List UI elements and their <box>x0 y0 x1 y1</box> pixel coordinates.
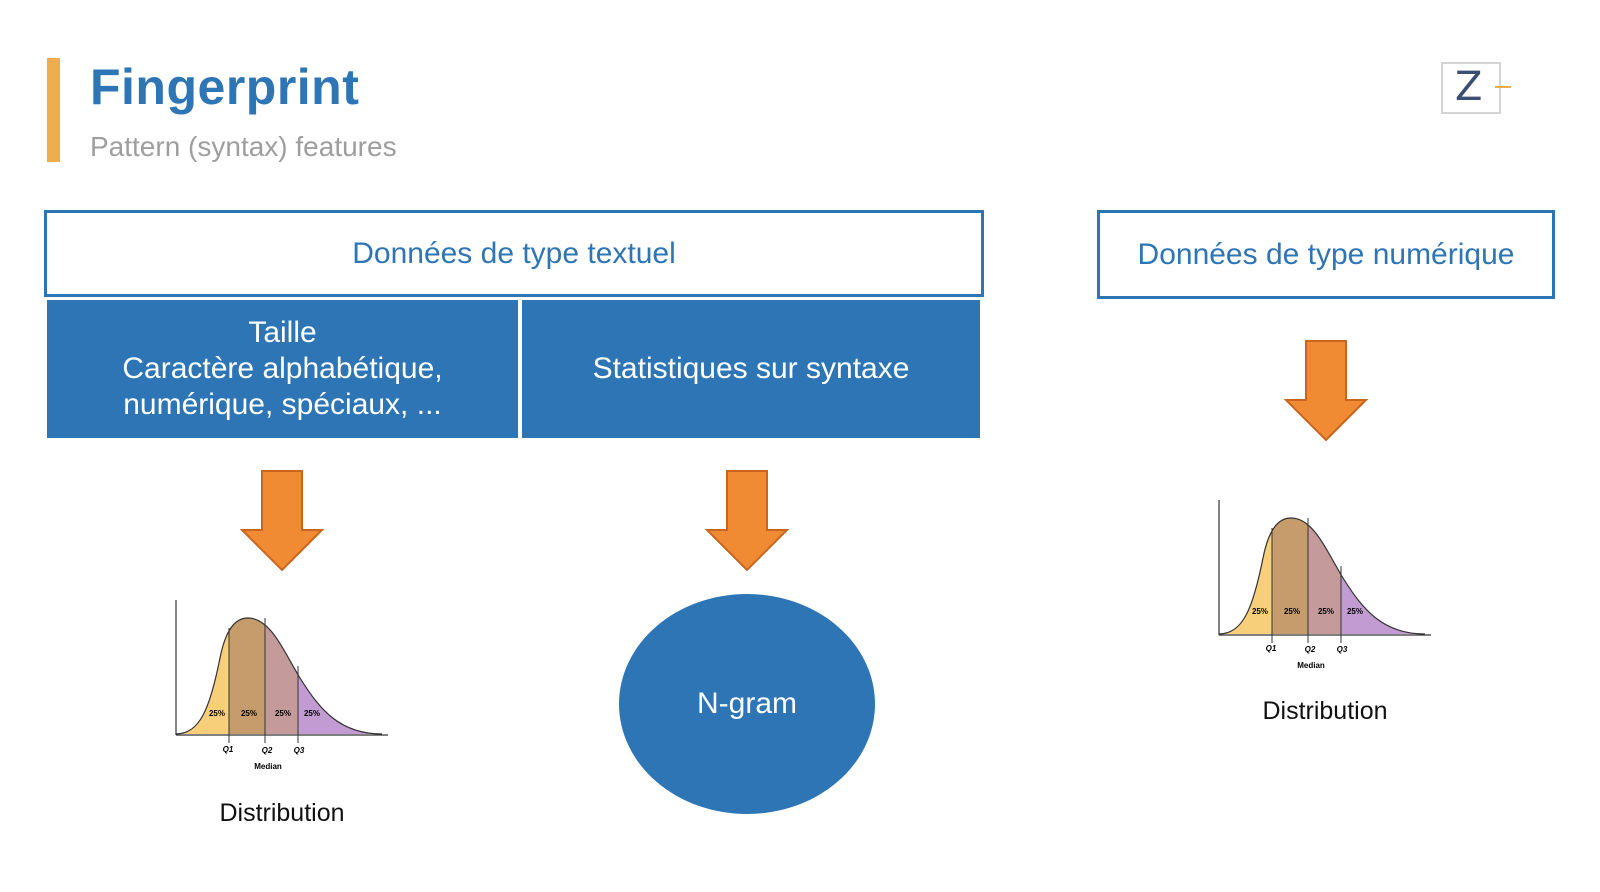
quartile-label: 25% <box>275 709 291 718</box>
q3-label: Q3 <box>294 746 305 755</box>
q3-label: Q3 <box>1337 645 1348 654</box>
ngram-ellipse: N-gram <box>619 594 875 814</box>
down-arrow-icon <box>1284 340 1368 442</box>
ngram-label: N-gram <box>696 687 797 720</box>
textual-data-header: Données de type textuel <box>44 210 984 297</box>
quartile-label: 25% <box>209 709 225 718</box>
quartile-label: 25% <box>1252 607 1268 616</box>
size-characters-box: Taille Caractère alphabétique, numérique… <box>47 300 518 438</box>
size-box-line-1: Taille <box>248 316 317 349</box>
textual-data-title: Données de type textuel <box>352 236 676 270</box>
slide-subtitle: Pattern (syntax) features <box>90 131 397 162</box>
logo-dash <box>1495 86 1511 88</box>
quartile-label: 25% <box>1284 607 1300 616</box>
numeric-data-title: Données de type numérique <box>1137 237 1515 271</box>
logo-letter: Z <box>1455 64 1483 110</box>
q2-label: Q2 <box>262 746 273 755</box>
company-logo: Z <box>1441 62 1511 114</box>
distribution-chart-textual: 25% 25% 25% 25% Q1 Q2 Q3 Median <box>175 600 388 771</box>
quartile-label: 25% <box>241 709 257 718</box>
size-box-line-2: Caractère alphabétique, <box>122 352 443 385</box>
q1-label: Q1 <box>1266 644 1277 653</box>
numeric-data-header: Données de type numérique <box>1097 210 1555 299</box>
distribution-caption-numeric: Distribution <box>1262 697 1388 725</box>
title-accent-bar <box>47 58 60 162</box>
distribution-caption-textual: Distribution <box>219 799 345 827</box>
down-arrow-icon <box>240 470 324 572</box>
median-label: Median <box>1297 661 1325 670</box>
quartile-label: 25% <box>1347 607 1363 616</box>
syntax-stats-box: Statistiques sur syntaxe <box>522 300 980 438</box>
size-box-line-3: numérique, spéciaux, ... <box>123 388 442 421</box>
slide-title: Fingerprint <box>90 59 360 115</box>
syntax-stats-label: Statistiques sur syntaxe <box>592 352 910 385</box>
distribution-chart-numeric: 25% 25% 25% 25% Q1 Q2 Q3 Median <box>1218 500 1431 670</box>
q1-label: Q1 <box>223 745 234 754</box>
quartile-label: 25% <box>1318 607 1334 616</box>
down-arrow-icon <box>705 470 789 572</box>
quartile-label: 25% <box>304 709 320 718</box>
q2-label: Q2 <box>1305 645 1316 654</box>
median-label: Median <box>254 762 282 771</box>
